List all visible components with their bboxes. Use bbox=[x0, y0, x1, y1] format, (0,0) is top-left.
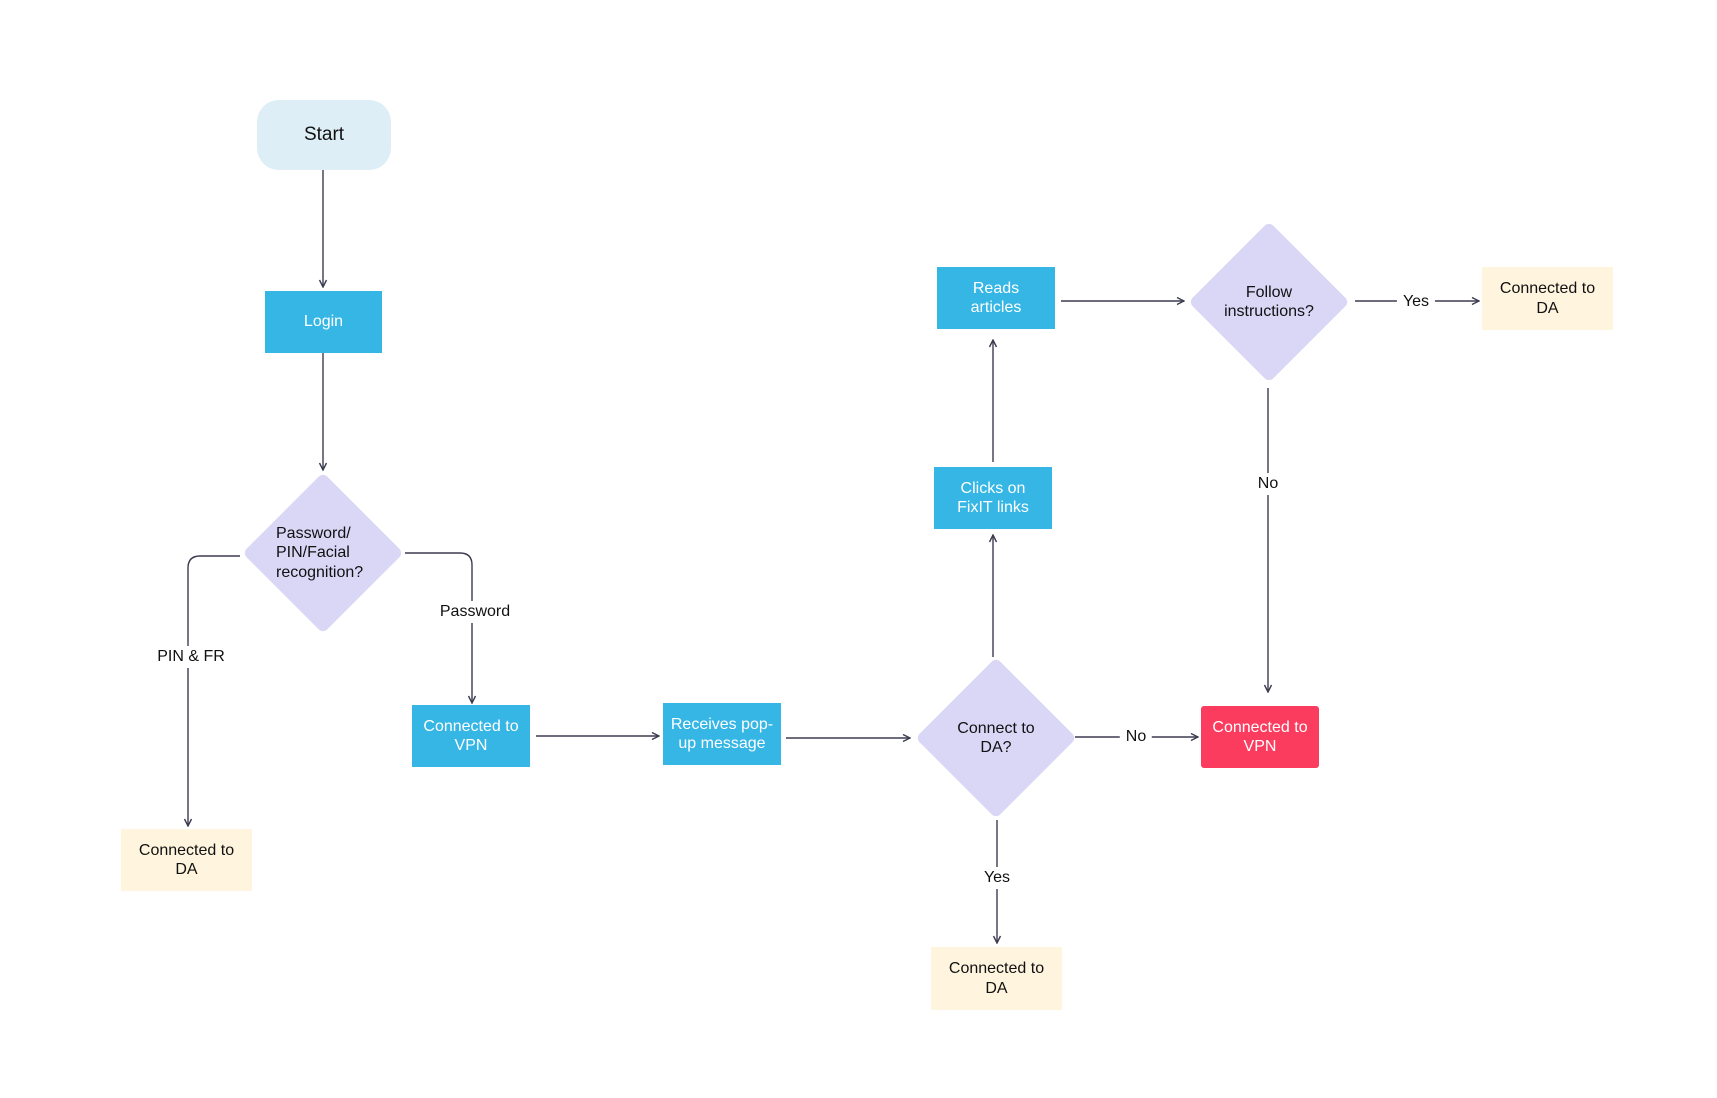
edge-label-no-connect: No bbox=[1119, 726, 1153, 748]
login-label: Login bbox=[303, 313, 344, 331]
start-label: Start bbox=[303, 123, 345, 145]
clicks-fixit-label: Clicks on FixIT links bbox=[957, 479, 1029, 516]
edge-label-no-follow: No bbox=[1251, 473, 1285, 495]
reads-articles-node: Reads articles bbox=[937, 267, 1055, 329]
clicks-fixit-node: Clicks on FixIT links bbox=[934, 467, 1052, 529]
connected-vpn-red-label: Connected to VPN bbox=[1212, 718, 1308, 755]
auth-decision-node: Password/ PIN/Facial recognition? bbox=[242, 472, 404, 634]
connected-da-right-node: Connected to DA bbox=[1482, 267, 1613, 330]
receives-popup-label: Receives pop- up message bbox=[670, 715, 774, 752]
connected-da-right-label: Connected to DA bbox=[1499, 280, 1596, 317]
auth-decision-label: Password/ PIN/Facial recognition? bbox=[276, 525, 364, 581]
start-node: Start bbox=[257, 100, 391, 170]
connected-da-bottom-label: Connected to DA bbox=[948, 960, 1045, 997]
connected-vpn-label: Connected to VPN bbox=[423, 717, 519, 754]
reads-articles-label: Reads articles bbox=[970, 279, 1022, 316]
connect-da-decision-node: Connect to DA? bbox=[915, 657, 1077, 819]
follow-decision-label: Follow instructions? bbox=[1224, 283, 1314, 320]
edge-label-pin-fr: PIN & FR bbox=[151, 646, 231, 668]
edge-label-password: Password bbox=[433, 601, 517, 623]
connected-vpn-red-node: Connected to VPN bbox=[1201, 706, 1319, 768]
connected-vpn-node: Connected to VPN bbox=[412, 705, 530, 767]
connected-da-bottom-node: Connected to DA bbox=[931, 947, 1062, 1010]
connect-da-decision-label: Connect to DA? bbox=[957, 719, 1035, 756]
edge-decision-password bbox=[405, 552, 472, 703]
edge-label-yes-follow: Yes bbox=[1396, 291, 1436, 313]
receives-popup-node: Receives pop- up message bbox=[663, 703, 781, 765]
edge-label-yes-connect: Yes bbox=[977, 867, 1017, 889]
follow-decision-node: Follow instructions? bbox=[1188, 221, 1350, 383]
edge-decision-pin-fr bbox=[188, 555, 240, 826]
connected-da-left-node: Connected to DA bbox=[121, 829, 252, 891]
connected-da-left-label: Connected to DA bbox=[138, 841, 235, 878]
login-node: Login bbox=[265, 291, 382, 353]
